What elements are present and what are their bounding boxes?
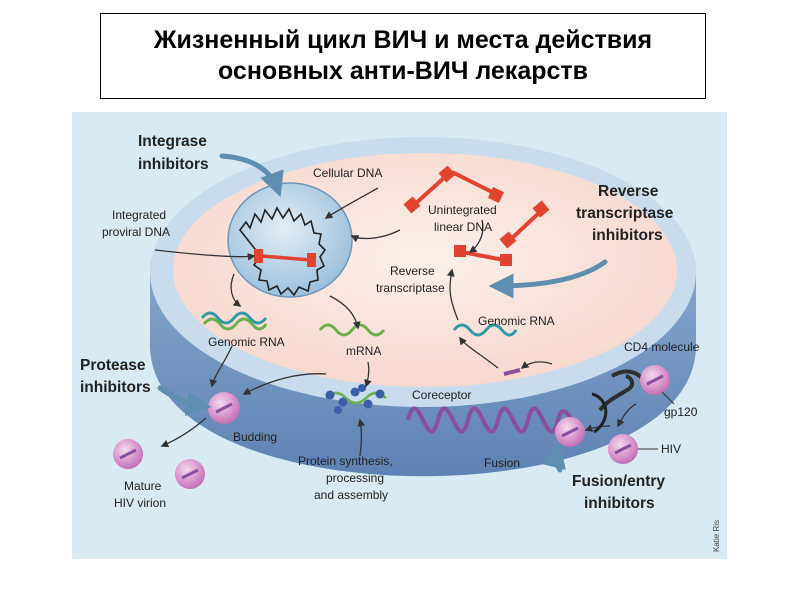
unintegrated-dna-2 <box>451 170 504 203</box>
fusion-hook-arrow <box>591 392 608 434</box>
rt-label-1: Reverse <box>598 183 659 200</box>
cd4-hook-2 <box>611 369 644 380</box>
credit-label: Katie Ris <box>712 520 721 552</box>
protease-label-2: inhibitors <box>80 379 151 396</box>
rt-enzyme-label-1: Reverse <box>390 264 435 278</box>
cellular-dna-label: Cellular DNA <box>313 166 382 180</box>
gp120-label: gp120 <box>664 405 698 419</box>
virion-mature-1 <box>113 439 143 469</box>
integrase-label-2: inhibitors <box>138 156 209 173</box>
unintegrated-dna-3 <box>499 200 550 249</box>
cd4-hook <box>598 374 635 412</box>
virion-gp120 <box>640 365 670 395</box>
lifecycle-arrows <box>154 187 637 457</box>
cd4-label: CD4 molecule <box>624 340 700 354</box>
genomic-rna-left-strand <box>200 311 268 325</box>
fusion-label: Fusion <box>484 456 520 470</box>
virion-entering <box>555 417 585 447</box>
rt-label-2: transcriptase <box>576 205 674 222</box>
integrated-dna-icon <box>254 249 316 267</box>
genomic-rna-left-label: Genomic RNA <box>208 335 285 349</box>
rt-label-3: inhibitors <box>592 227 663 244</box>
drug-arrows <box>157 153 608 473</box>
fusion-label-1: Fusion/entry <box>572 473 665 490</box>
title-box: Жизненный цикл ВИЧ и места действия осно… <box>100 13 706 99</box>
mrna-label: mRNA <box>346 344 381 358</box>
virion-budding <box>208 392 240 424</box>
gp120-leader-line <box>661 391 675 405</box>
protease-arrow <box>157 385 212 416</box>
unintegrated-label-1: Unintegrated <box>428 203 497 217</box>
nucleus <box>227 182 353 298</box>
cellular-dna-squiggle <box>238 206 327 297</box>
title-line-1: Жизненный цикл ВИЧ и места действия <box>153 26 653 54</box>
genomic-rna-right-strand <box>452 323 518 337</box>
rt-arrow <box>488 259 608 299</box>
protein-label-3: and assembly <box>314 488 388 502</box>
virion-hiv <box>608 434 638 464</box>
mature-label-2: HIV virion <box>114 496 166 510</box>
rt-enzyme-label-2: transcriptase <box>376 281 445 295</box>
mature-label-1: Mature <box>124 479 162 493</box>
unintegrated-dna-4 <box>454 245 512 266</box>
integrated-label-2: proviral DNA <box>102 225 170 239</box>
released-core <box>503 368 521 376</box>
protein-label-2: processing <box>326 471 384 485</box>
integrase-arrow <box>219 153 284 198</box>
title-line-2: основных анти-ВИЧ лекарств <box>217 57 589 85</box>
protease-label-1: Protease <box>80 357 146 374</box>
unintegrated-label-2: linear DNA <box>434 220 492 234</box>
budding-label: Budding <box>233 430 277 444</box>
protein-label-1: Protein synthesis, <box>298 454 393 468</box>
genomic-rna-right-label: Genomic RNA <box>478 314 555 328</box>
virion-mature-2 <box>175 459 205 489</box>
hiv-label: HIV <box>661 442 681 456</box>
fusion-label-2: inhibitors <box>584 495 655 512</box>
genomic-rna-left-strand-2 <box>202 317 268 331</box>
fusion-arrow <box>541 442 566 473</box>
integrated-label-1: Integrated <box>112 208 166 222</box>
protein-assembly <box>325 384 387 414</box>
coreceptor-coil <box>406 406 581 434</box>
coreceptor-label: Coreceptor <box>412 388 471 402</box>
integrase-label-1: Integrase <box>138 133 207 150</box>
unintegrated-dna-1 <box>403 165 456 214</box>
mrna-strand <box>318 323 386 337</box>
